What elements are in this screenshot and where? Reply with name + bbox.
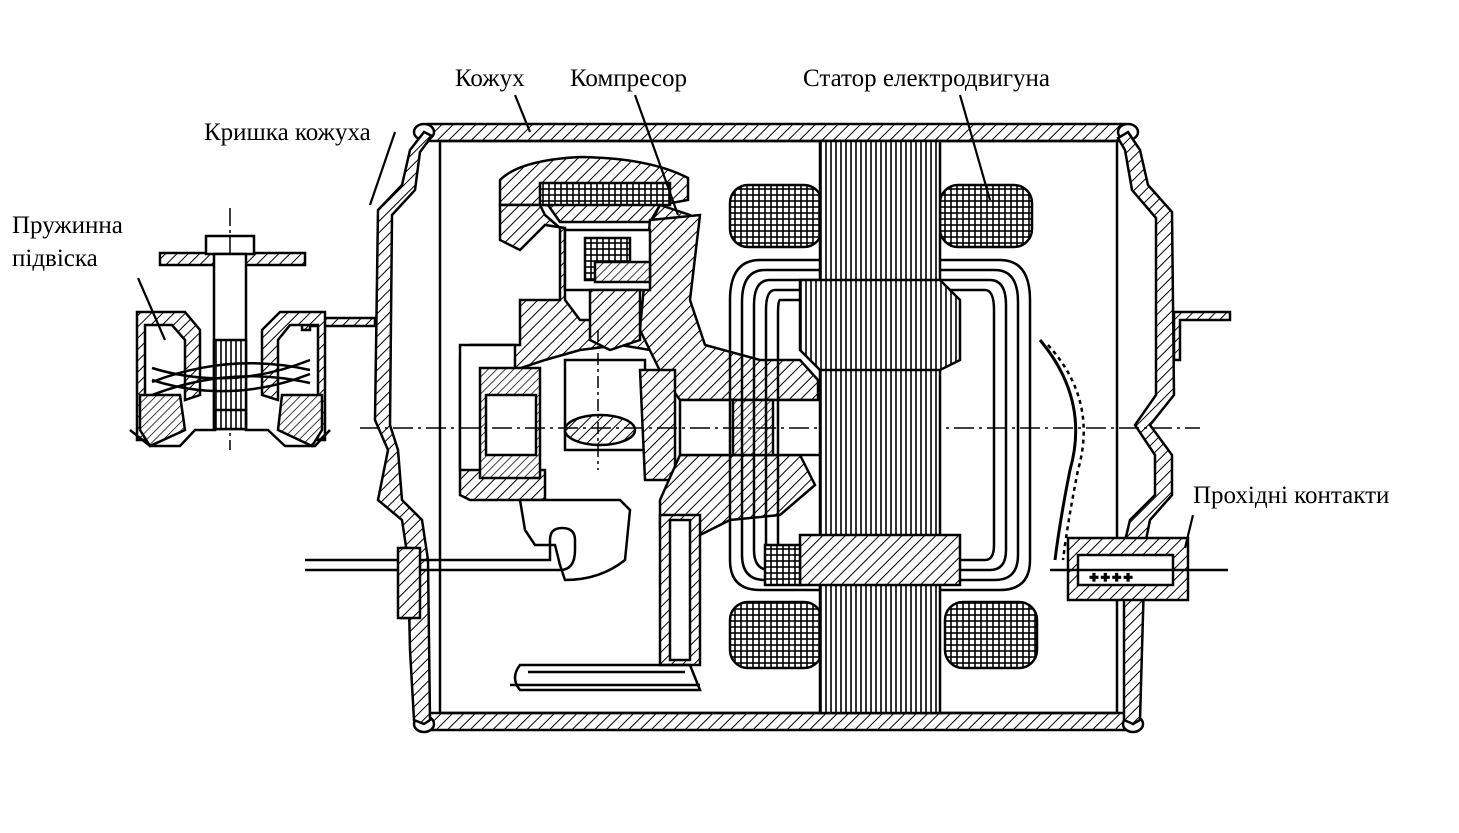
casing-cover-label: Кришка кожуха: [204, 119, 371, 146]
stator-label: Статор електродвигуна: [803, 65, 1050, 92]
pass-through-contacts: + + + +: [1050, 536, 1228, 602]
spring-suspension: [129, 208, 331, 450]
spring-suspension-label-line2: підвіска: [12, 245, 98, 272]
discharge-tube: [305, 526, 577, 620]
oil-tube: [510, 513, 702, 692]
spring-suspension-label-line1: Пружинна: [12, 212, 123, 239]
compressor-label: Компресор: [570, 65, 687, 92]
leader-lines: [136, 94, 1195, 549]
pass-contacts-label: Прохідні контакти: [1193, 482, 1390, 509]
svg-text:+ + + +: + + + +: [1090, 571, 1132, 586]
stator-windings: [728, 139, 1085, 715]
casing-label: Кожух: [455, 65, 525, 92]
